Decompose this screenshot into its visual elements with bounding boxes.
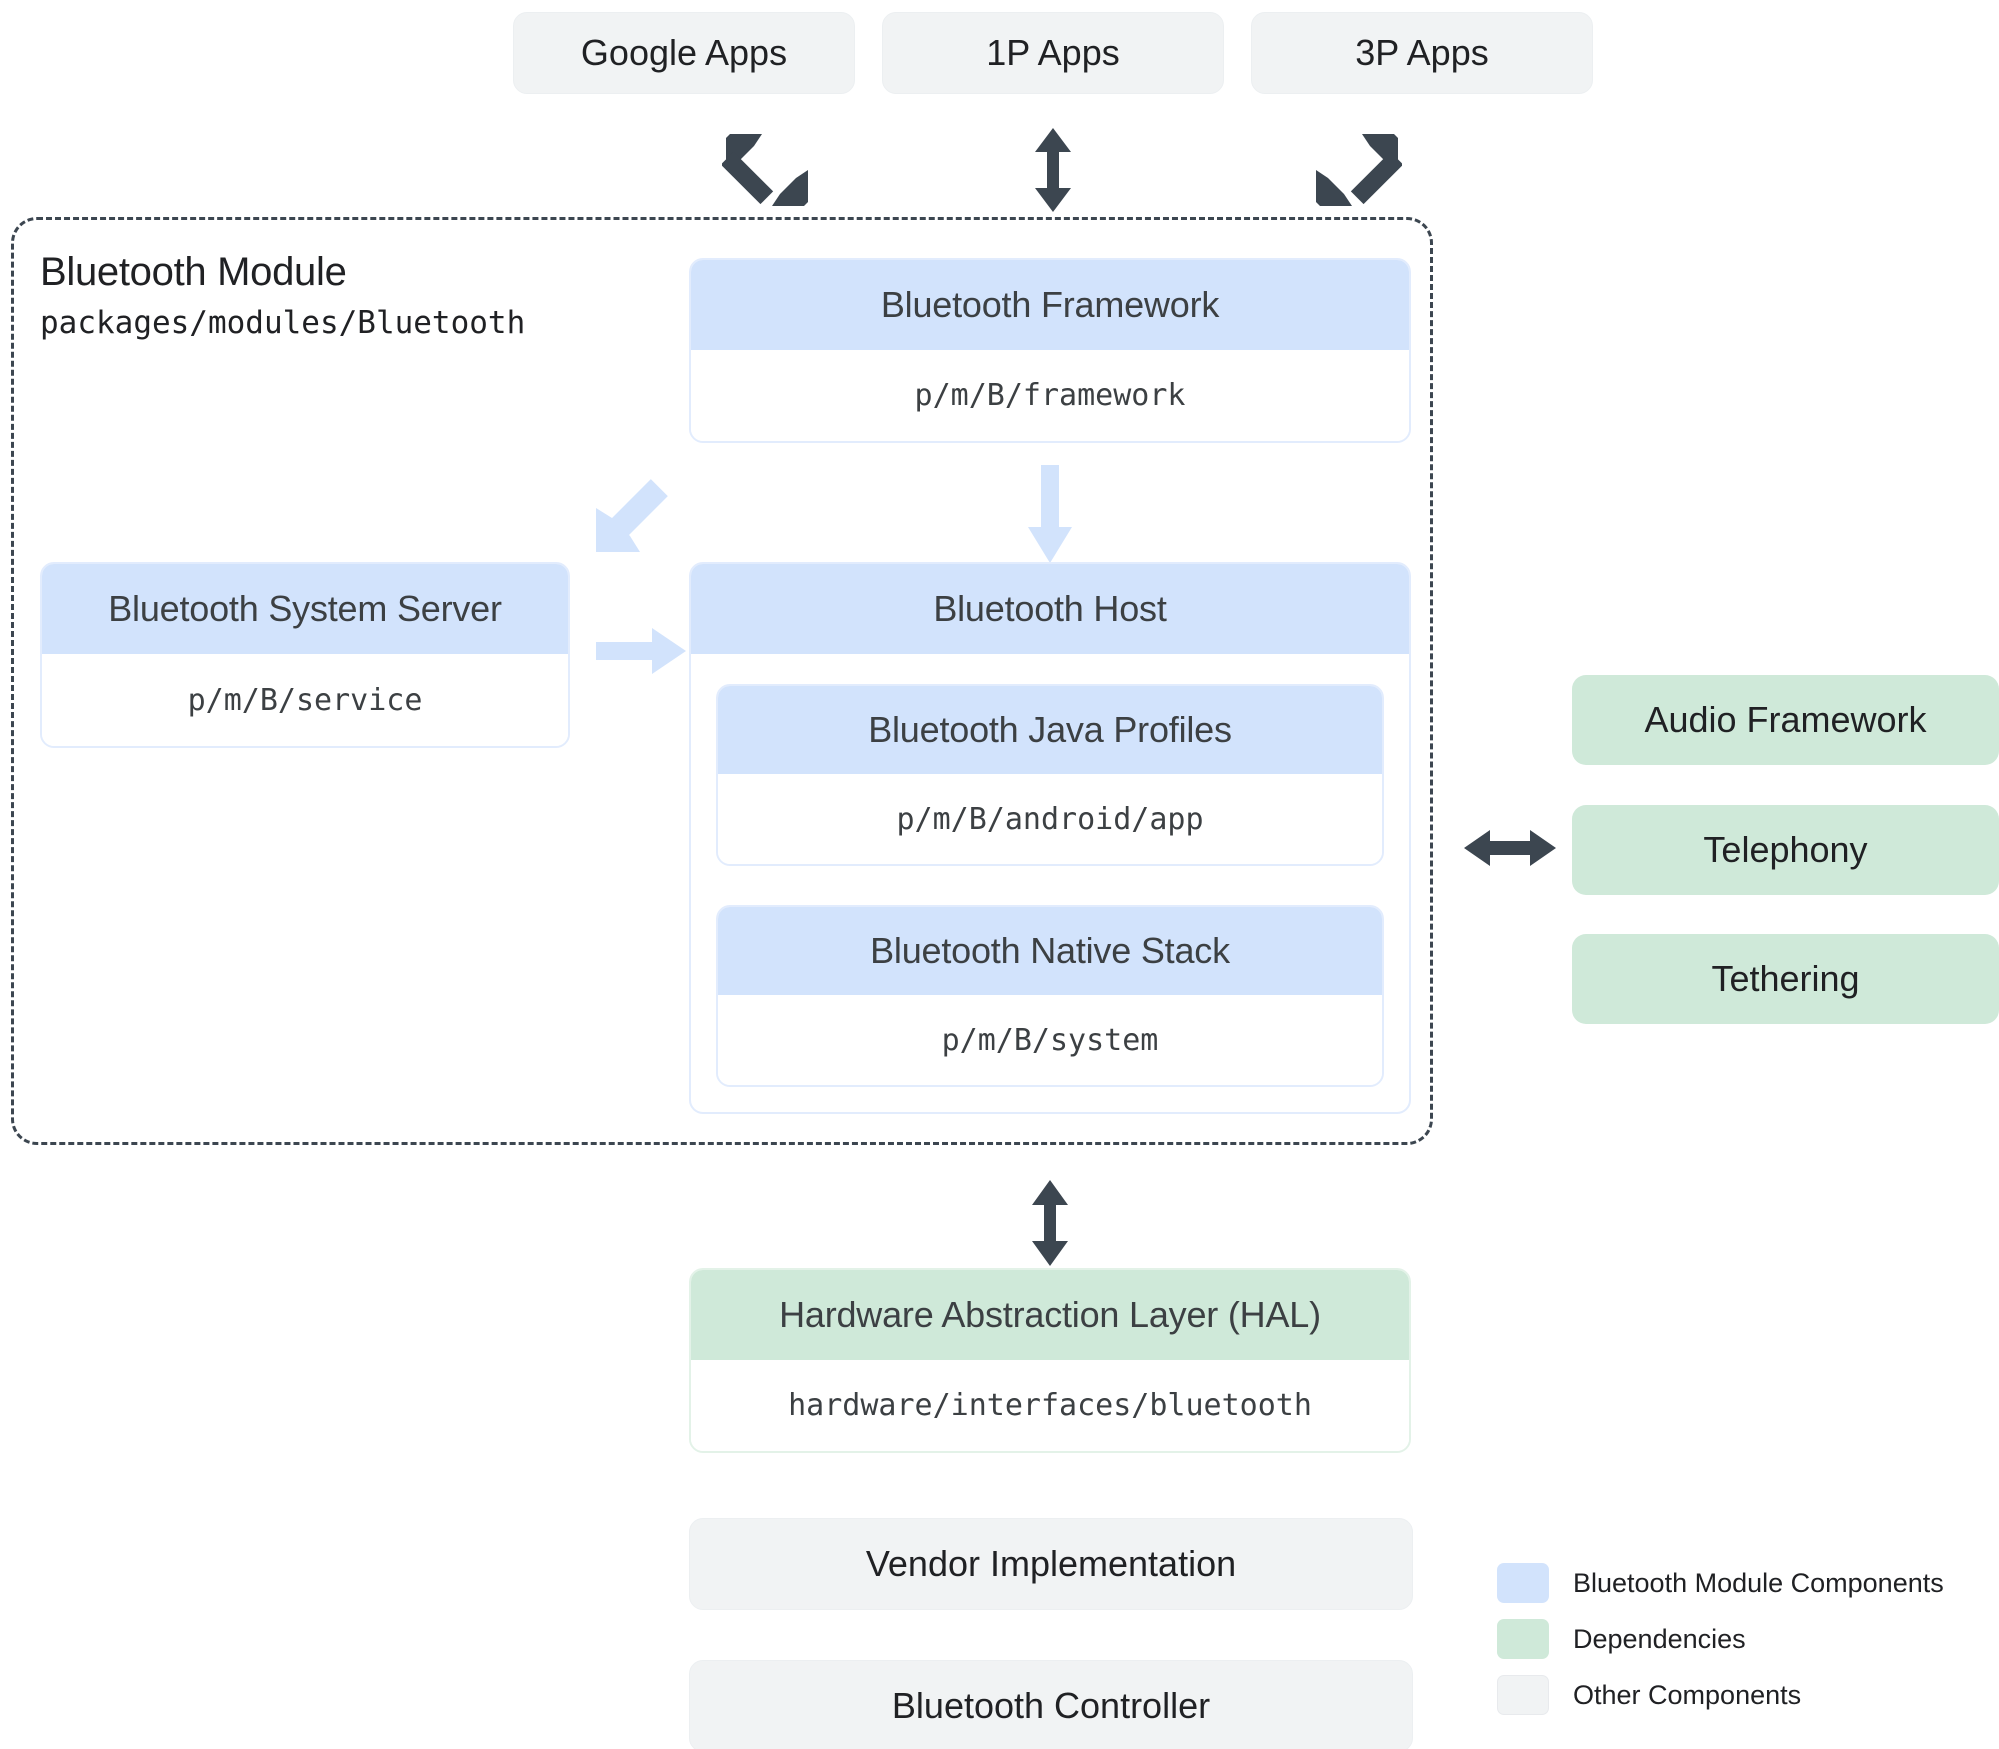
module-path: packages/modules/Bluetooth: [40, 305, 526, 341]
app-box-label: Google Apps: [580, 32, 788, 73]
dependency-label: Telephony: [1703, 829, 1868, 870]
arrow-host-to-dependencies: [1464, 828, 1556, 868]
arrow-1p-apps-to-module: [1033, 128, 1073, 212]
bluetooth-module-boundary: [11, 217, 1433, 1145]
component-vendor-implementation[interactable]: Vendor Implementation: [689, 1518, 1413, 1610]
component-path: p/m/B/android/app: [718, 774, 1382, 864]
arrow-google-apps-to-module: [722, 130, 812, 210]
app-box-label: 1P Apps: [986, 32, 1120, 73]
component-path: p/m/B/framework: [691, 350, 1409, 441]
module-title: Bluetooth Module: [40, 250, 347, 294]
arrow-module-to-hal: [1030, 1180, 1070, 1266]
component-title: Bluetooth System Server: [42, 564, 568, 654]
arrow-framework-to-system-server: [592, 466, 682, 556]
app-box-label: 3P Apps: [1355, 32, 1489, 73]
arrow-3p-apps-to-module: [1312, 130, 1402, 210]
component-title: Bluetooth Host: [691, 564, 1409, 654]
legend-label: Bluetooth Module Components: [1573, 1567, 1944, 1598]
component-path: hardware/interfaces/bluetooth: [691, 1360, 1409, 1451]
legend: Bluetooth Module Components Dependencies…: [1497, 1555, 1944, 1723]
app-box-3p-apps[interactable]: 3P Apps: [1251, 12, 1593, 94]
component-bluetooth-system-server[interactable]: Bluetooth System Server p/m/B/service: [40, 562, 570, 748]
dependency-box-tethering[interactable]: Tethering: [1572, 934, 1999, 1024]
legend-item: Other Components: [1497, 1667, 1937, 1723]
component-path: p/m/B/service: [42, 654, 568, 746]
component-bluetooth-native-stack[interactable]: Bluetooth Native Stack p/m/B/system: [716, 905, 1384, 1087]
component-title: Hardware Abstraction Layer (HAL): [691, 1270, 1409, 1360]
component-title: Bluetooth Controller: [891, 1685, 1211, 1726]
component-bluetooth-framework[interactable]: Bluetooth Framework p/m/B/framework: [689, 258, 1411, 443]
legend-swatch-green: [1497, 1619, 1549, 1659]
legend-label: Dependencies: [1573, 1623, 1746, 1654]
arrow-framework-to-host: [1028, 465, 1072, 565]
app-box-1p-apps[interactable]: 1P Apps: [882, 12, 1224, 94]
legend-swatch-grey: [1497, 1675, 1549, 1715]
component-bluetooth-controller[interactable]: Bluetooth Controller: [689, 1660, 1413, 1749]
app-box-google-apps[interactable]: Google Apps: [513, 12, 855, 94]
dependency-label: Audio Framework: [1644, 699, 1927, 740]
legend-label: Other Components: [1573, 1679, 1802, 1710]
component-title: Vendor Implementation: [865, 1543, 1237, 1584]
component-title: Bluetooth Framework: [691, 260, 1409, 350]
legend-swatch-blue: [1497, 1563, 1549, 1603]
arrow-system-server-to-host: [596, 628, 688, 674]
dependency-box-telephony[interactable]: Telephony: [1572, 805, 1999, 895]
component-bluetooth-java-profiles[interactable]: Bluetooth Java Profiles p/m/B/android/ap…: [716, 684, 1384, 866]
dependency-box-audio-framework[interactable]: Audio Framework: [1572, 675, 1999, 765]
component-path: p/m/B/system: [718, 995, 1382, 1085]
component-title: Bluetooth Native Stack: [718, 907, 1382, 995]
component-title: Bluetooth Java Profiles: [718, 686, 1382, 774]
legend-item: Bluetooth Module Components: [1497, 1555, 1944, 1611]
dependency-label: Tethering: [1711, 958, 1860, 999]
legend-item: Dependencies: [1497, 1611, 1937, 1667]
component-hal[interactable]: Hardware Abstraction Layer (HAL) hardwar…: [689, 1268, 1411, 1453]
